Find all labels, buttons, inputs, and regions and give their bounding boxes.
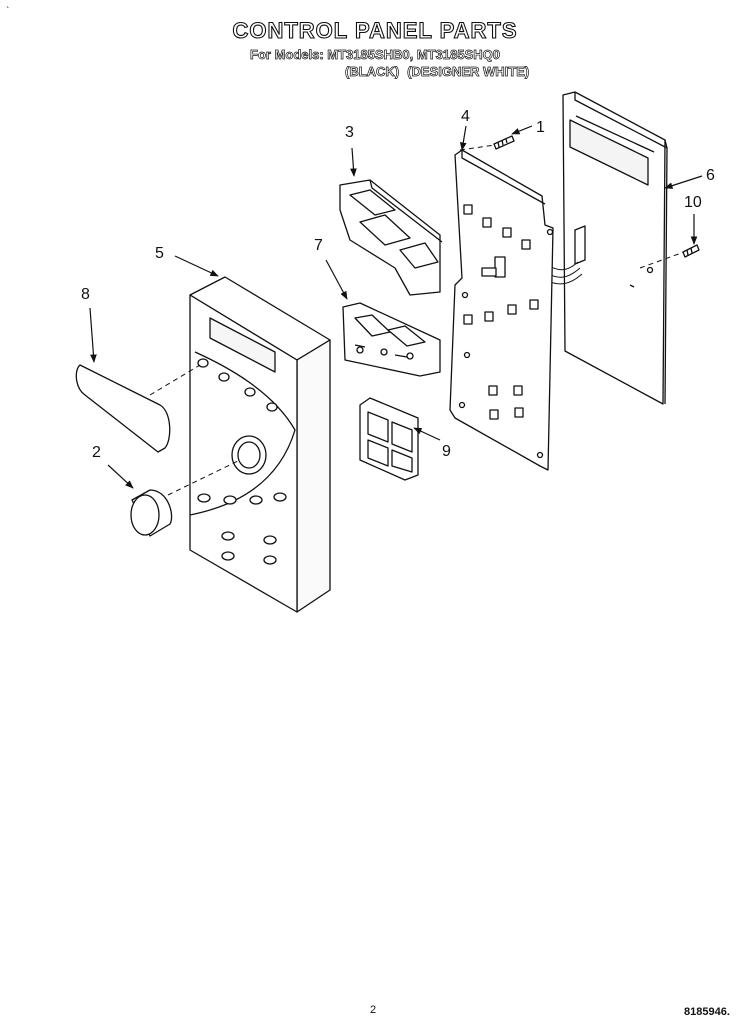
leader-5 — [174, 255, 219, 277]
callout-10: 10 — [684, 194, 702, 211]
callout-1: 1 — [536, 119, 545, 136]
color-white-label: (DESIGNER WHITE) — [407, 64, 530, 80]
model-colors: (BLACK) (DESIGNER WHITE) — [345, 64, 537, 80]
leader-9 — [413, 427, 441, 441]
callout-9: 9 — [442, 443, 451, 460]
callout-7: 7 — [314, 237, 323, 254]
part-7-key-bracket — [342, 302, 441, 377]
leader-2 — [107, 464, 134, 489]
callout-4: 4 — [461, 108, 470, 125]
part-5-control-panel — [189, 276, 331, 613]
callout-8: 8 — [81, 286, 90, 303]
callout-6: 6 — [706, 167, 715, 184]
part-2-knob — [130, 489, 173, 537]
part-6-back-panel — [562, 91, 668, 405]
assembly-line-knob — [167, 459, 241, 496]
leader-1 — [511, 125, 533, 135]
callout-3: 3 — [345, 124, 354, 141]
leader-4 — [459, 125, 467, 151]
leader-8 — [89, 307, 97, 363]
part-4-circuit-board — [449, 149, 554, 471]
page-title: CONTROL PANEL PARTS — [232, 17, 518, 43]
part-1-screw — [493, 135, 515, 150]
callout-2: 2 — [92, 444, 101, 461]
leader-6 — [664, 175, 703, 189]
page-number: 2 — [370, 1004, 377, 1016]
assembly-line-screw-1 — [459, 144, 496, 151]
corner-mark: ` — [6, 6, 10, 17]
assembly-line-window — [149, 364, 201, 396]
part-9-key-frame — [359, 397, 419, 481]
leader-7 — [325, 259, 348, 300]
callout-5: 5 — [155, 245, 164, 262]
part-10-screw — [682, 244, 700, 258]
leader-3 — [350, 147, 357, 177]
color-black-label: (BLACK) — [345, 64, 400, 80]
models-line: For Models: MT3185SHB0, MT3185SHQ0 — [250, 47, 501, 63]
part-3-key-bracket — [339, 179, 443, 296]
document-number: 8185946. — [684, 1006, 730, 1018]
assembly-line-screw-10 — [639, 251, 685, 269]
part-8-window — [75, 364, 171, 453]
